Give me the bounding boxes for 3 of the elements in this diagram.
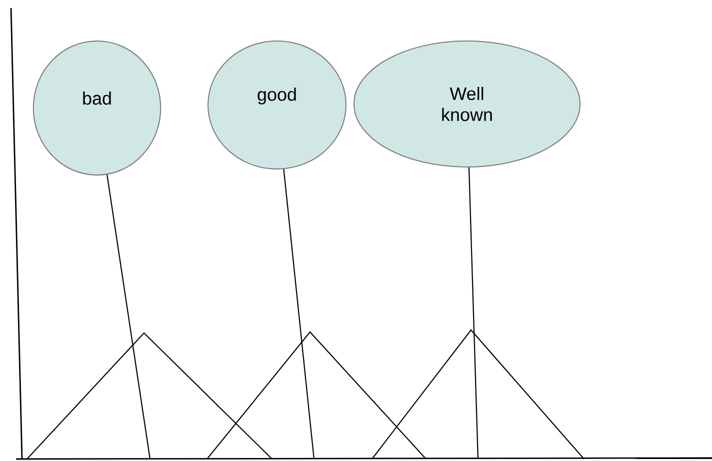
leader-line — [283, 169, 315, 460]
leader-line — [106, 174, 151, 460]
leader-line — [468, 167, 479, 460]
